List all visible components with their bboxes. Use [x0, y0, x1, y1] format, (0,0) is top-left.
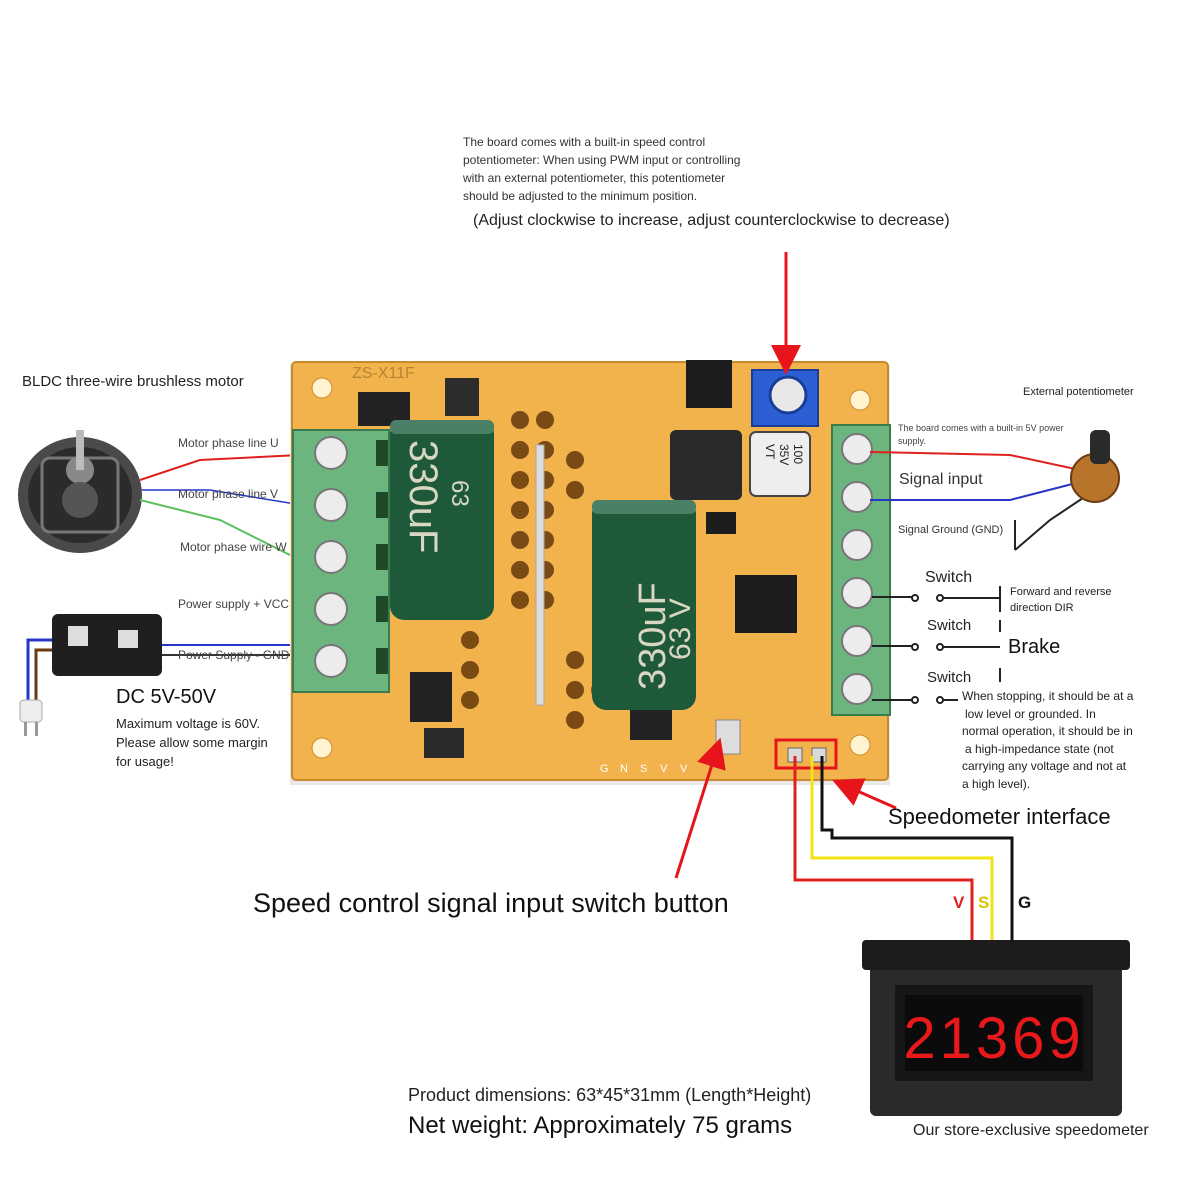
power-note-line: for usage!	[116, 754, 174, 769]
vcc-label: Power supply + VCC	[178, 597, 290, 611]
wire-g-label: G	[1018, 893, 1032, 912]
small-cap-text: 100 35V VT	[763, 444, 805, 465]
motor-title: BLDC three-wire brushless motor	[22, 373, 244, 390]
pot-note-line: The board comes with a built-in speed co…	[463, 135, 706, 149]
ext-pot-label: External potentiometer	[1023, 386, 1134, 398]
cap2-voltage: 63 V	[664, 598, 697, 660]
cap1-value: 330uF	[401, 440, 445, 553]
signal-input-label: Signal input	[899, 471, 983, 488]
right-terminal-block	[831, 424, 891, 716]
power-note-line: Maximum voltage is 60V.	[116, 716, 261, 731]
stop-note-line: When stopping, it should be at a	[962, 689, 1134, 703]
stop-note: When stopping, it should be at a low lev…	[962, 688, 1133, 793]
product-weight: Net weight: Approximately 75 grams	[408, 1112, 793, 1139]
switch-label-3: Switch	[927, 669, 972, 686]
capacitor-2: 330uF 63 V	[592, 500, 697, 710]
small-cap-line: 35V	[777, 444, 791, 465]
product-dimensions: Product dimensions: 63*45*31mm (Length*H…	[408, 1085, 812, 1105]
switch-brake	[872, 620, 1001, 651]
switch-dir	[872, 586, 1001, 612]
pin-label: G	[600, 763, 609, 775]
stop-note-line: normal operation, it should be in	[962, 724, 1133, 738]
supply-note: The board comes with a built-in 5V power…	[898, 422, 1064, 448]
stop-note-line: low level or grounded. In	[965, 706, 1096, 721]
switch-label-2: Switch	[927, 617, 972, 634]
small-cap-line: VT	[763, 444, 777, 460]
power-note: Maximum voltage is 60V. Please allow som…	[116, 714, 268, 771]
phase-v-label: Motor phase line V	[178, 487, 279, 501]
phase-w-label: Motor phase wire W	[180, 540, 287, 554]
signal-gnd-label: Signal Ground (GND)	[898, 524, 1004, 536]
pin-label: V	[660, 763, 668, 775]
speedometer-device	[862, 940, 1130, 1116]
dir-note: Forward and reverse direction DIR	[1010, 584, 1112, 616]
capacitor-1: 330uF 63	[390, 420, 494, 620]
power-adapter	[19, 614, 290, 736]
speedo-arrow	[832, 778, 897, 810]
supply-note-line: supply.	[898, 436, 926, 446]
stop-note-line: a high level).	[962, 776, 1031, 791]
pin-label: S	[640, 763, 647, 775]
dir-note-line: Forward and reverse	[1010, 586, 1112, 598]
small-cap-line: 100	[791, 444, 805, 464]
speedometer-interface-label: Speedometer interface	[888, 804, 1111, 829]
pot-note-line: potentiometer: When using PWM input or c…	[463, 153, 741, 167]
wire-v-label: V	[953, 893, 965, 912]
pot-note-line: should be adjusted to the minimum positi…	[463, 189, 698, 203]
supply-note-line: The board comes with a built-in 5V power	[898, 423, 1064, 433]
pin-label: V	[680, 763, 688, 775]
phase-u-label: Motor phase line U	[178, 436, 279, 450]
stop-note-line: a high-impedance state (not	[965, 741, 1114, 756]
adjust-note: (Adjust clockwise to increase, adjust co…	[473, 212, 950, 229]
cap2-value: 330uF	[632, 582, 674, 690]
pot-note: The board comes with a built-in speed co…	[463, 133, 793, 205]
left-terminal-block	[292, 429, 390, 693]
switch-label-1: Switch	[925, 569, 973, 586]
speedometer-caption: Our store-exclusive speedometer	[913, 1122, 1149, 1139]
power-note-line: Please allow some margin	[116, 735, 268, 750]
cap1-voltage: 63	[446, 480, 473, 507]
external-potentiometer	[1070, 430, 1120, 503]
button-label: Speed control signal input switch button	[253, 888, 729, 918]
bldc-motor	[18, 430, 142, 553]
pot-note-line: with an external potentiometer, this pot…	[463, 171, 726, 185]
board-pin-labels: G N S V V	[600, 763, 688, 775]
button-arrow	[674, 737, 726, 879]
switch-gnd	[872, 520, 1016, 704]
wire-s-label: S	[978, 893, 990, 912]
gnd-label: Power Supply - GND	[178, 648, 290, 662]
board-model: ZS-X11F	[352, 365, 415, 382]
dir-note-line: direction DIR	[1010, 602, 1074, 614]
speedometer-display: 21369	[903, 1006, 1084, 1071]
pin-label: N	[620, 763, 628, 775]
brake-label: Brake	[1008, 636, 1061, 658]
voltage-range: DC 5V-50V	[116, 686, 217, 708]
stop-note-line: carrying any voltage and not at	[962, 759, 1127, 773]
